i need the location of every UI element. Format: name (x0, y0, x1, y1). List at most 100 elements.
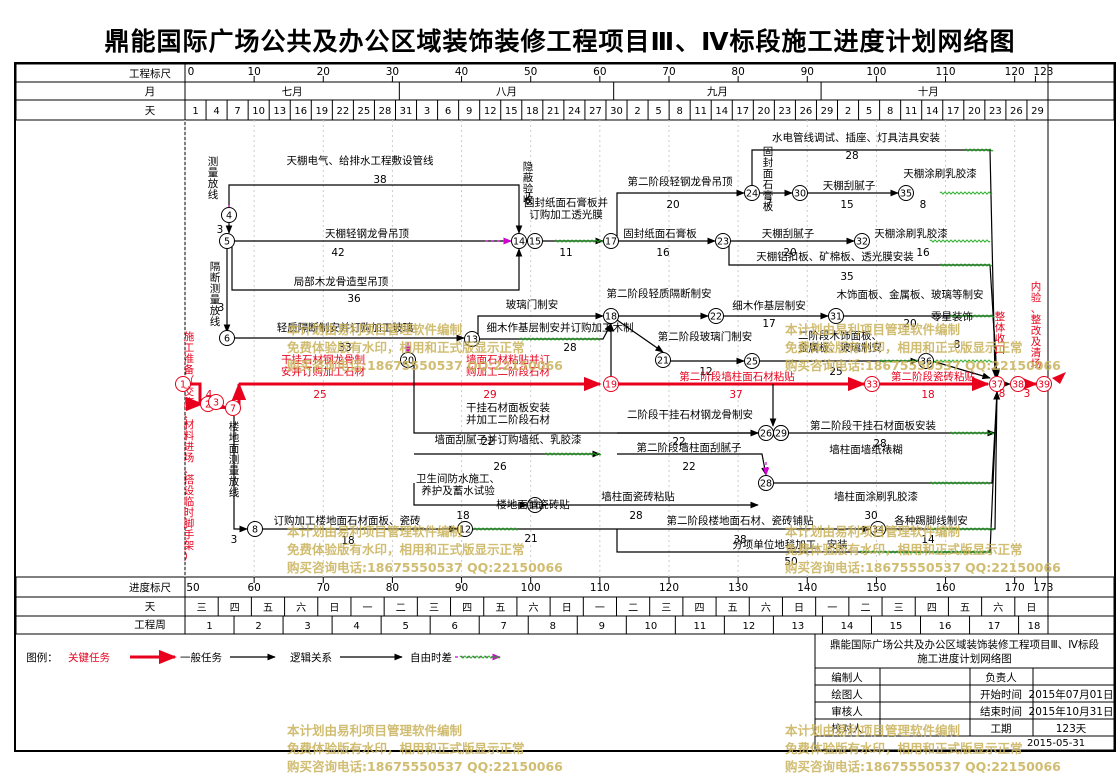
node-number: 39 (1038, 380, 1050, 391)
week-label: 17 (988, 621, 1001, 632)
node-31: 31 (828, 308, 844, 324)
scale-tick-label: 120 (659, 582, 679, 594)
node-number: 26 (760, 429, 772, 440)
task-label: 第二阶段轻钢龙骨吊顶 (628, 175, 733, 188)
free-float-wave (554, 239, 604, 243)
task-arrow (842, 315, 1000, 377)
day-label: 12 (484, 106, 497, 117)
node-number: 19 (605, 380, 617, 391)
scale-tick-label: 100 (521, 582, 541, 594)
task-label-char: （ (184, 375, 195, 387)
task-duration: 18 (341, 535, 354, 547)
task-arrow (228, 184, 523, 234)
scale-tick-label: 70 (662, 66, 675, 78)
task-label-char: 面 (229, 443, 240, 455)
task-label: 墙面刮腻子并订购墙纸、乳胶漆 (435, 433, 582, 446)
week-label: 16 (939, 621, 952, 632)
task-duration: 33 (338, 342, 351, 354)
day-label: 17 (736, 106, 749, 117)
weekday-label: 六 (993, 602, 1003, 614)
node-34: 34 (870, 521, 886, 537)
task-label-char: 蔽 (523, 172, 534, 184)
task-label: 第二阶段墙柱面石材粘贴 (679, 370, 795, 383)
info-key: 校对人 (831, 722, 863, 735)
day-label: 29 (821, 106, 834, 117)
task-label: 干挂石材钢龙骨制 (281, 353, 365, 366)
scale-tick-label: 170 (1005, 582, 1025, 594)
node-circle (870, 521, 886, 537)
legend: 图例：关键任务一般任务逻辑关系自由时差 (16, 633, 1114, 664)
task-label: 局部木龙骨造型吊顶 (294, 275, 389, 288)
node-number: 23 (717, 237, 729, 248)
scale-tick-label: 30 (386, 66, 399, 78)
task-label: 天棚刮腻子 (823, 179, 876, 192)
day-label: 28 (379, 106, 392, 117)
chart-frame (14, 62, 1116, 752)
task-duration: 38 (733, 534, 746, 546)
day-label: 30 (610, 106, 623, 117)
watermark: 本计划由易利项目管理软件编制 免费体验版有水印，相用和正式版显示正常 购买咨询电… (287, 523, 563, 577)
node-number: 15 (529, 237, 541, 248)
node-circle (1036, 376, 1052, 392)
task-duration: 18 (456, 510, 469, 522)
task-duration: 25 (313, 389, 326, 401)
node-circle (603, 233, 619, 249)
task-duration: 15 (840, 199, 853, 211)
free-float-wave (469, 527, 519, 531)
task-duration: 17 (762, 318, 775, 330)
node-20: 20 (400, 352, 416, 368)
task-label: 水电管线调试、插座、灯具洁具安装 (772, 131, 940, 144)
info-key: 负责人 (985, 671, 1017, 684)
task-label-char: 石 (763, 179, 774, 191)
scale-tick-label: 130 (728, 582, 748, 594)
task-label: 养护及蓄水试验 (421, 484, 495, 497)
week-label: 7 (501, 621, 507, 632)
task-duration: 22 (672, 436, 685, 448)
node-circle (511, 233, 527, 249)
info-key: 审核人 (831, 705, 863, 718)
task-label-char: 脚 (184, 517, 195, 530)
day-label: 25 (358, 106, 371, 117)
node-number: 22 (710, 312, 722, 323)
free-float-wave (879, 359, 993, 363)
scale-tick-label: 80 (386, 582, 399, 594)
scale-tick-label: 100 (866, 66, 886, 78)
day-label: 22 (336, 106, 349, 117)
day-label: 2 (634, 106, 640, 117)
task-label-char: 断 (210, 271, 221, 284)
day-label: 19 (315, 106, 328, 117)
task-label-char: 放 (210, 304, 221, 317)
day-label: 5 (866, 106, 872, 117)
node-circle (219, 330, 235, 346)
info-date: 2015-05-31 (1027, 738, 1085, 749)
task-label: 天棚铝扣板、矿棉板、透光膜安装 (756, 250, 914, 263)
day-label: 29 (1031, 106, 1044, 117)
week-label: 11 (693, 621, 706, 632)
task-label: 零星装饰 (931, 310, 973, 323)
week-label: 4 (353, 621, 359, 632)
task-duration: 29 (483, 389, 496, 401)
task-label-char: 测 (210, 282, 221, 295)
task-label: 天棚刮腻子 (762, 227, 815, 240)
task-duration: 8 (999, 388, 1006, 400)
node-circle (898, 185, 914, 201)
task-duration: 18 (921, 389, 934, 401)
scale-tick-label: 140 (797, 582, 817, 594)
task-duration: 36 (347, 293, 361, 305)
task-label-char: ） (184, 551, 195, 563)
node-circle (655, 352, 671, 368)
watermark: 本计划由易利项目管理软件编制 免费体验版有水印，相用和正式版显示正常 购买咨询电… (785, 321, 1061, 375)
task-label: 木饰面板、金属板、玻璃等制安 (837, 288, 984, 301)
task-label: 金属板、玻璃制安 (798, 341, 882, 354)
weekday-label: 二 (628, 603, 638, 614)
day-label: 4 (213, 106, 219, 117)
scale-tick-label: 90 (801, 66, 814, 78)
task-label: 第二阶段轻质隔断制安 (607, 287, 712, 300)
node-number: 7 (230, 404, 236, 415)
node-16: 16 (527, 497, 543, 513)
task-label: 细木作基层制安 (732, 299, 806, 312)
scale-tick-label: 60 (593, 66, 606, 78)
node-number: 36 (920, 357, 932, 368)
weekday-label: 三 (661, 603, 671, 614)
